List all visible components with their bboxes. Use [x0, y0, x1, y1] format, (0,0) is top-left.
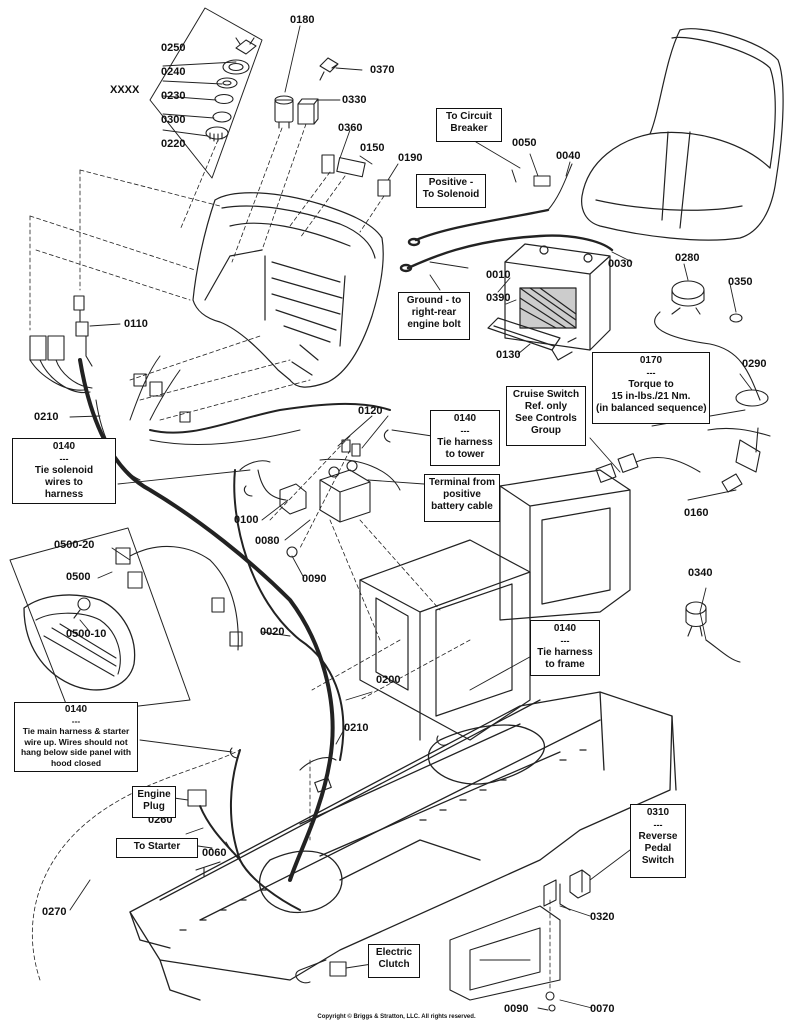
seat — [581, 28, 784, 241]
dash-panel — [192, 192, 384, 388]
hour-meter — [654, 280, 769, 407]
part-0070: 0070 — [590, 1003, 615, 1015]
main-harness — [78, 355, 401, 882]
part-0120: 0120 — [358, 405, 383, 417]
part-0390: 0390 — [486, 292, 511, 304]
tie-straps — [229, 429, 449, 759]
callout-torque: 0170 --- Torque to 15 in-lbs./21 Nm. (in… — [592, 352, 710, 424]
part-0300: 0300 — [161, 114, 186, 126]
callout-ground: Ground - to right-rear engine bolt — [398, 292, 470, 340]
part-xxxx: XXXX — [110, 84, 140, 96]
part-0500: 0500 — [66, 571, 91, 583]
callout-leaders — [69, 25, 753, 1011]
callout-to-starter: To Starter — [116, 838, 198, 858]
part-0270: 0270 — [42, 906, 67, 918]
tractor-frame — [129, 691, 677, 1001]
part-0210-middle: 0210 — [344, 722, 369, 734]
part-0350: 0350 — [728, 276, 753, 288]
part-0330: 0330 — [342, 94, 367, 106]
callout-engine-plug: Engine Plug — [132, 786, 176, 818]
part-0080: 0080 — [255, 535, 280, 547]
part-0010: 0010 — [486, 269, 511, 281]
part-0500-10: 0500-10 — [66, 628, 107, 640]
part-0250: 0250 — [161, 42, 186, 54]
part-0290: 0290 — [742, 358, 767, 370]
part-0180: 0180 — [290, 14, 315, 26]
callout-tie-solenoid: 0140 --- Tie solenoid wires to harness — [12, 438, 116, 504]
part-0320: 0320 — [590, 911, 615, 923]
callout-positive-solenoid: Positive - To Solenoid — [416, 174, 486, 208]
callout-tie-harness-frame: 0140 --- Tie harness to frame — [530, 620, 600, 676]
safety-switch-assembly — [707, 427, 771, 493]
callout-circuit-breaker: To Circuit Breaker — [436, 108, 502, 142]
part-0500-20: 0500-20 — [54, 539, 95, 551]
part-0100: 0100 — [234, 514, 259, 526]
part-0060: 0060 — [202, 847, 227, 859]
part-0110: 0110 — [124, 318, 148, 330]
part-0030: 0030 — [608, 258, 633, 270]
callout-electric-clutch: Electric Clutch — [368, 944, 420, 978]
seat-tower — [359, 469, 631, 741]
part-0150: 0150 — [360, 142, 385, 154]
callout-terminal: Terminal from positive battery cable — [424, 474, 500, 522]
part-0210-top: 0210 — [34, 411, 59, 423]
part-0190: 0190 — [398, 152, 423, 164]
headlight-assembly — [9, 527, 243, 715]
part-0370: 0370 — [370, 64, 395, 76]
part-0130: 0130 — [496, 349, 521, 361]
callout-cruise-switch: Cruise Switch Ref. only See Controls Gro… — [506, 386, 586, 446]
part-0360: 0360 — [338, 122, 363, 134]
ignition-switch-group — [149, 7, 263, 179]
part-0040: 0040 — [556, 150, 581, 162]
copyright-notice: Copyright © Briggs & Stratton, LLC. All … — [317, 1014, 476, 1020]
part-0240: 0240 — [161, 66, 186, 78]
part-0050: 0050 — [512, 137, 537, 149]
part-0220: 0220 — [161, 138, 186, 150]
part-0160: 0160 — [684, 507, 709, 519]
callout-tie-main-harness: 0140 --- Tie main harness & starter wire… — [14, 702, 138, 772]
part-0090-bottom: 0090 — [504, 1003, 529, 1015]
lower-harness — [187, 749, 347, 984]
harness-connectors — [29, 295, 191, 423]
part-0340: 0340 — [688, 567, 713, 579]
callout-tie-harness-tower: 0140 --- Tie harness to tower — [430, 410, 500, 466]
callout-reverse-pedal-switch: 0310 --- Reverse Pedal Switch — [630, 804, 686, 878]
part-0280: 0280 — [675, 252, 700, 264]
battery — [487, 243, 611, 361]
part-0200: 0200 — [376, 674, 401, 686]
battery-cables — [399, 163, 614, 273]
part-0230: 0230 — [161, 90, 186, 102]
leader-lines — [29, 123, 551, 991]
part-0090-top: 0090 — [302, 573, 327, 585]
cruise-switch — [595, 453, 701, 483]
switch-components — [274, 57, 391, 197]
power-outlet — [685, 601, 741, 663]
part-0020: 0020 — [260, 626, 285, 638]
